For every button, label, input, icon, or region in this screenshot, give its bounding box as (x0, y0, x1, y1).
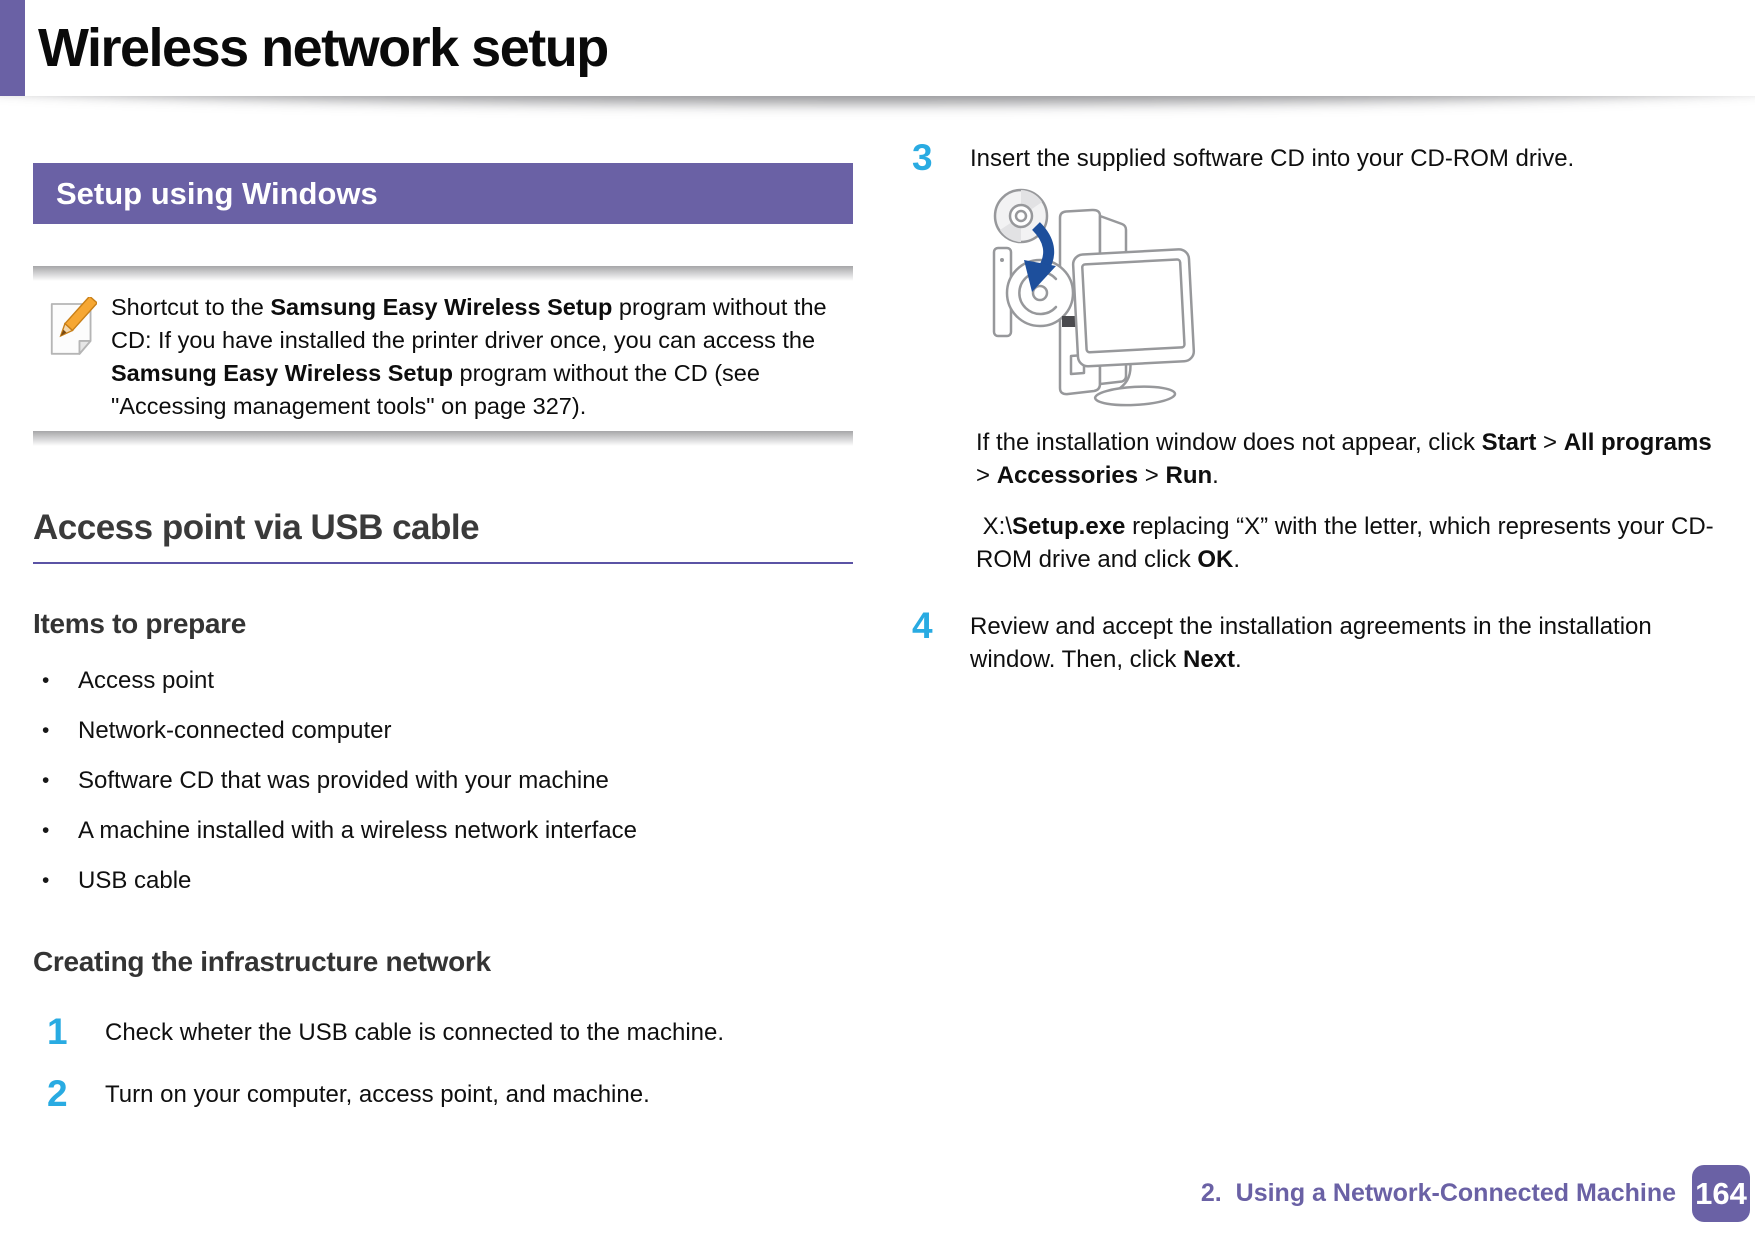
bullet-icon: • (42, 669, 50, 692)
page-number-badge: 164 (1692, 1165, 1750, 1222)
paragraph-installation-window: If the installation window does not appe… (976, 429, 1712, 489)
step-number: 2 (47, 1073, 68, 1114)
section-banner-title: Setup using Windows (56, 175, 378, 211)
footer-chapter-label: 2. Using a Network-Connected Machine (1200, 1179, 1676, 1207)
list-item-text: Access point (78, 667, 215, 694)
page-footer: 2. Using a Network-Connected Machine 164 (1201, 1165, 1750, 1222)
step-2: 2 Turn on your computer, access point, a… (33, 1072, 853, 1116)
step-number: 3 (912, 137, 933, 178)
step-number: 4 (912, 605, 933, 646)
step-text: Insert the supplied software CD into you… (970, 145, 1575, 172)
step-3: 3 Insert the supplied software CD into y… (898, 136, 1730, 180)
list-item: • Network-connected computer (33, 706, 853, 756)
title-accent-bar (0, 0, 25, 96)
left-column: Setup using Windows Shortcut t (33, 163, 853, 1116)
step-text: Turn on your computer, access point, and… (105, 1081, 650, 1108)
step-number: 1 (47, 1011, 68, 1052)
paragraph-setup-exe: X:\Setup.exe replacing “X” with the lett… (976, 513, 1714, 573)
note-text: Shortcut to the Samsung Easy Wireless Se… (111, 294, 827, 419)
note-pencil-icon (49, 295, 99, 364)
list-item-text: A machine installed with a wireless netw… (78, 817, 637, 844)
bullet-icon: • (42, 819, 50, 842)
step-4: 4 Review and accept the installation agr… (898, 604, 1730, 676)
list-item: • A machine installed with a wireless ne… (33, 806, 853, 856)
section-banner: Setup using Windows (33, 163, 853, 224)
note-box: Shortcut to the Samsung Easy Wireless Se… (33, 266, 853, 446)
section-heading-access-point-via-usb: Access point via USB cable (33, 508, 853, 564)
note-top-rule (33, 266, 853, 281)
insert-arrow-icon (1024, 222, 1056, 292)
title-shadow-divider (0, 96, 1755, 122)
step-1: 1 Check wheter the USB cable is connecte… (33, 1010, 853, 1054)
step-text: Review and accept the installation agree… (970, 613, 1652, 673)
bullet-icon: • (42, 769, 50, 792)
subheading-items-to-prepare: Items to prepare (33, 608, 247, 639)
page-title: Wireless network setup (38, 18, 609, 78)
list-item-text: USB cable (78, 867, 192, 894)
bullet-icon: • (42, 719, 50, 742)
list-item: • Access point (33, 656, 853, 706)
list-item-text: Network-connected computer (78, 717, 392, 744)
note-bottom-rule (33, 431, 853, 446)
subheading-creating-infrastructure-network: Creating the infrastructure network (33, 946, 491, 977)
insert-cd-into-computer-illustration (976, 188, 1196, 418)
list-item-text: Software CD that was provided with your … (78, 767, 609, 794)
list-item: • Software CD that was provided with you… (33, 756, 853, 806)
bullet-icon: • (42, 869, 50, 892)
right-column: 3 Insert the supplied software CD into y… (898, 136, 1730, 676)
items-to-prepare-list: • Access point • Network-connected compu… (33, 656, 853, 906)
step-text: Check wheter the USB cable is connected … (105, 1019, 725, 1046)
list-item: • USB cable (33, 856, 853, 906)
